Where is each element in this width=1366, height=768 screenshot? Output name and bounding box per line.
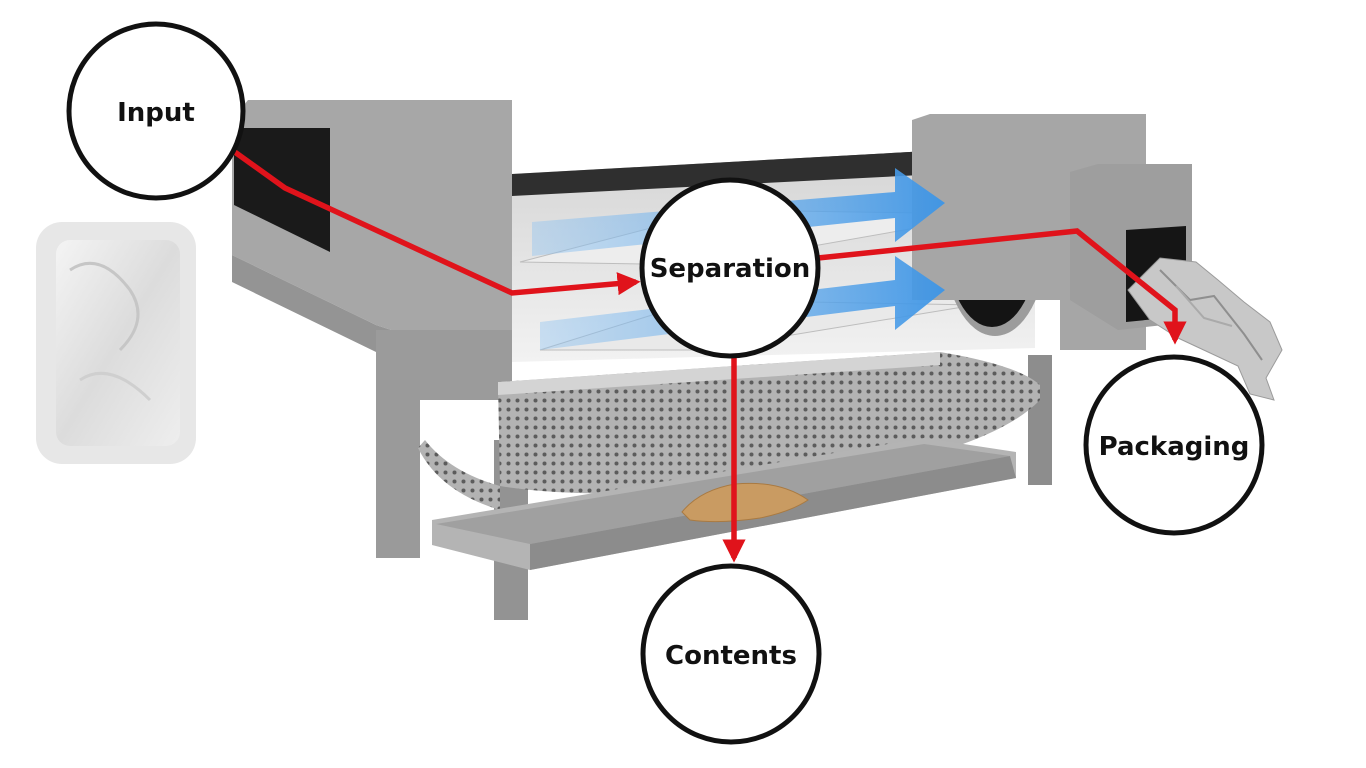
separator-machine <box>232 100 1283 620</box>
node-packaging: Packaging <box>1083 354 1265 536</box>
node-packaging-circle <box>1083 354 1265 536</box>
packaging-waste-image <box>1127 257 1283 401</box>
node-contents-circle <box>640 563 822 745</box>
separated-contents-image <box>681 482 809 523</box>
sealed-package-image <box>36 222 196 464</box>
node-contents: Contents <box>640 563 822 745</box>
flow-arrow-separation-to-packaging <box>817 228 1187 345</box>
node-input-circle <box>66 21 246 201</box>
flow-lines <box>230 147 1187 563</box>
node-separation-label: Separation <box>650 254 811 284</box>
node-separation: Separation <box>639 177 821 359</box>
input-opening <box>234 128 330 252</box>
node-input-label: Input <box>117 98 195 128</box>
flow-arrow-input-to-separation <box>230 147 641 296</box>
node-contents-label: Contents <box>665 641 797 671</box>
node-input: Input <box>66 21 246 201</box>
node-packaging-label: Packaging <box>1099 432 1250 462</box>
node-separation-circle <box>639 177 821 359</box>
machine-leg <box>1028 355 1052 485</box>
machine-leg <box>376 380 420 558</box>
